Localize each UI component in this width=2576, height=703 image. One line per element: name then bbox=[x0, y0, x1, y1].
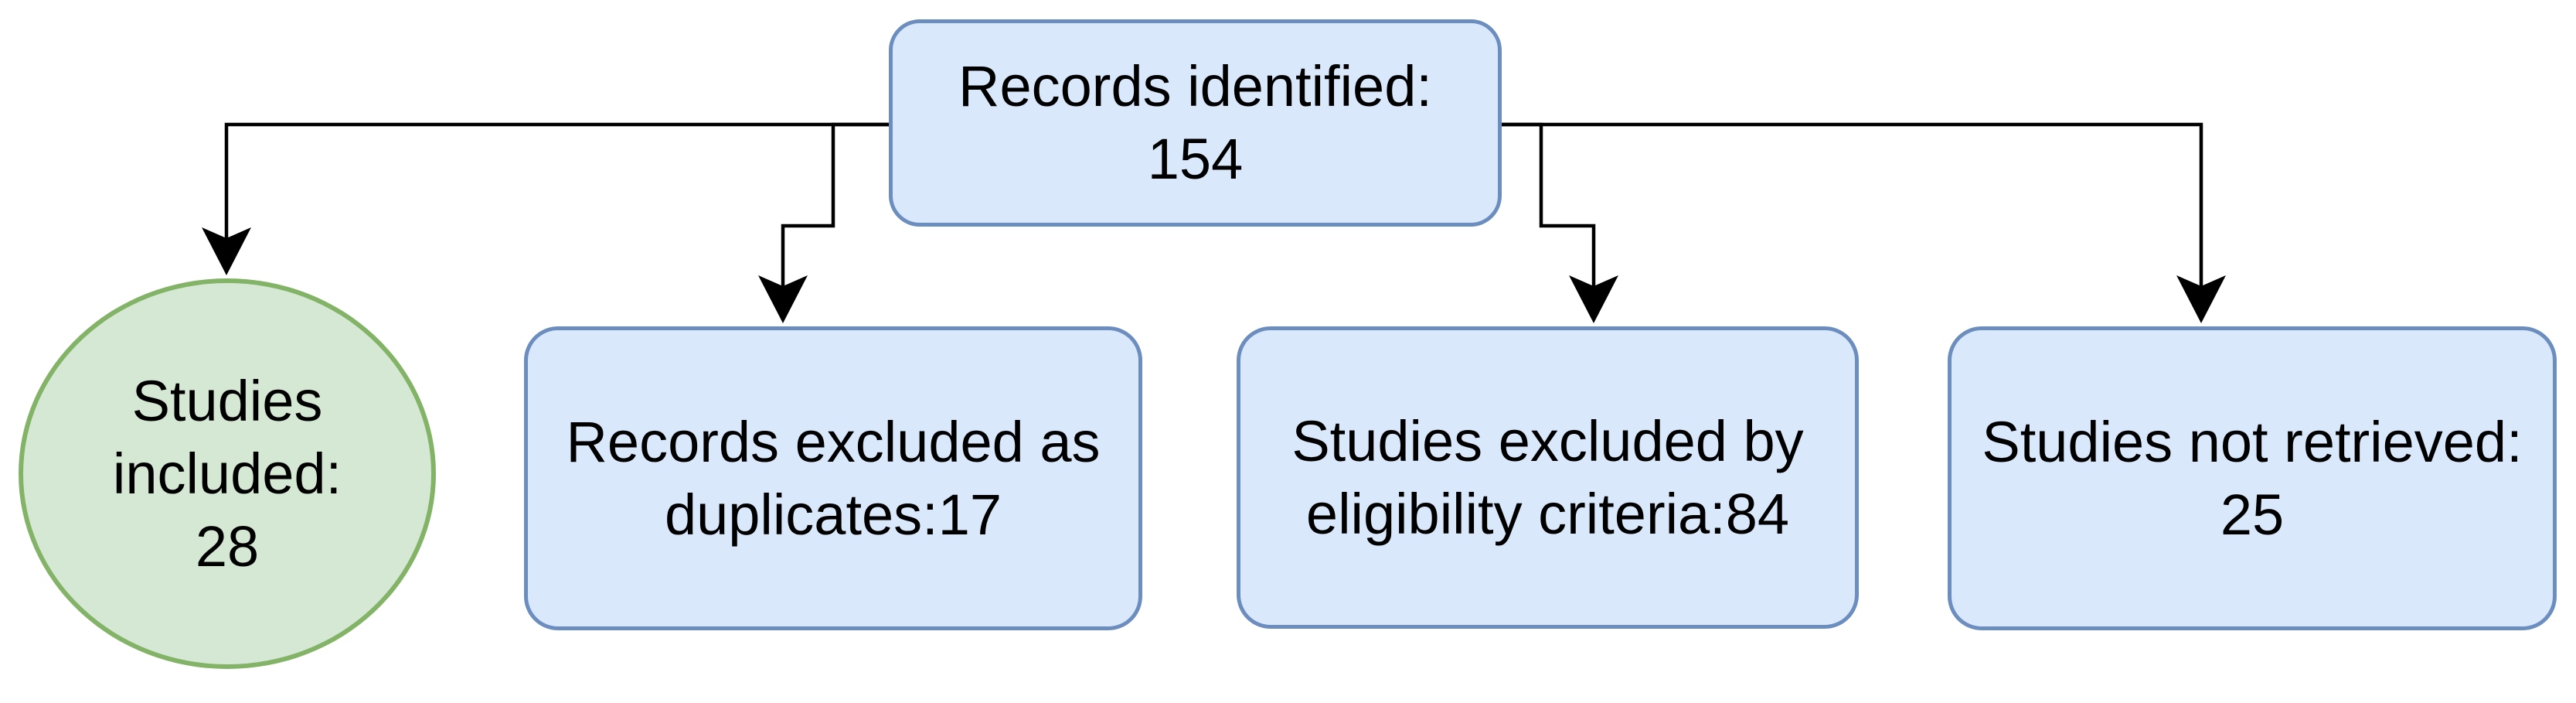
arrowhead-icon bbox=[202, 227, 251, 275]
node-studies-not-retrieved: Studies not retrieved: 25 bbox=[1948, 326, 2557, 630]
node-label-line: eligibility criteria:84 bbox=[1305, 481, 1790, 546]
arrowhead-icon bbox=[758, 275, 808, 323]
node-label-line: included: bbox=[112, 441, 342, 506]
node-value: 154 bbox=[1147, 127, 1244, 191]
node-label-line: Records excluded as bbox=[566, 409, 1101, 474]
node-value: 25 bbox=[2220, 482, 2285, 547]
edge-line bbox=[1502, 122, 1596, 289]
arrowhead-icon bbox=[2176, 275, 2226, 323]
node-label-line: Studies excluded by bbox=[1291, 408, 1804, 473]
edge-line bbox=[781, 122, 889, 289]
edge-to-studies-included bbox=[202, 122, 889, 275]
node-label-line: Studies bbox=[131, 368, 323, 433]
edge-to-records-excluded-duplicates bbox=[758, 122, 889, 323]
edge-to-studies-not-retrieved bbox=[1502, 122, 2226, 323]
edge-line bbox=[1502, 122, 2203, 289]
node-records-excluded-duplicates: Records excluded as duplicates:17 bbox=[524, 326, 1142, 630]
node-value: 28 bbox=[195, 514, 260, 578]
arrowhead-icon bbox=[1569, 275, 1618, 323]
node-label-line: Records identified: bbox=[958, 54, 1432, 118]
node-label-line: Studies not retrieved: bbox=[1982, 409, 2523, 474]
edge-to-studies-excluded-eligibility bbox=[1502, 122, 1618, 323]
node-studies-excluded-eligibility: Studies excluded by eligibility criteria… bbox=[1237, 326, 1859, 629]
node-studies-included: Studies included: 28 bbox=[19, 278, 436, 669]
edge-line bbox=[224, 122, 889, 241]
node-label-line: duplicates:17 bbox=[664, 482, 1002, 547]
node-records-identified: Records identified: 154 bbox=[889, 19, 1502, 227]
